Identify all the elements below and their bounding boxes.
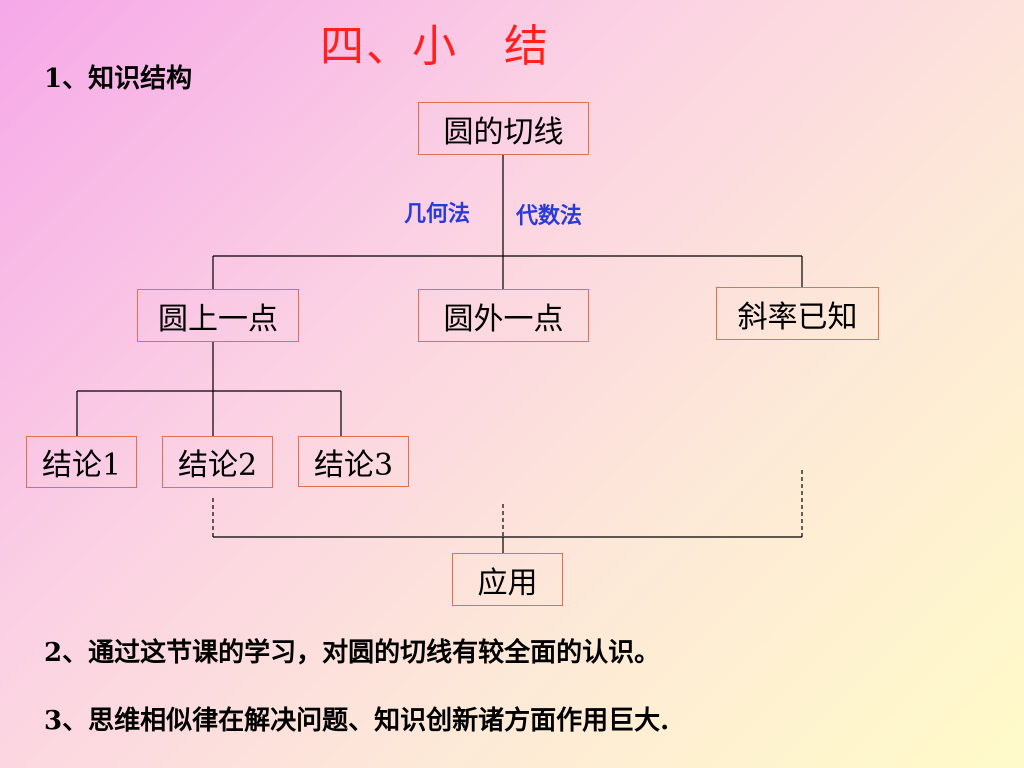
note-2: 2、通过这节课的学习，对圆的切线有较全面的认识。: [44, 638, 661, 668]
node-slope-known: 斜率已知: [716, 287, 879, 340]
node-conclusion-3: 结论3: [298, 436, 409, 487]
root-node: 圆的切线: [418, 102, 589, 155]
node-point-outside-circle: 圆外一点: [418, 289, 589, 342]
node-point-on-circle: 圆上一点: [137, 289, 299, 342]
note-3: 3、思维相似律在解决问题、知识创新诸方面作用巨大.: [44, 706, 670, 736]
node-conclusion-1: 结论1: [26, 436, 137, 488]
method-label-algebraic: 代数法: [516, 203, 583, 229]
node-application: 应用: [452, 553, 563, 606]
section1-heading: 1、知识结构: [44, 64, 193, 94]
node-conclusion-2: 结论2: [162, 436, 273, 488]
slide-title: 四、小 结: [320, 21, 550, 72]
method-label-geometric: 几何法: [404, 201, 471, 227]
